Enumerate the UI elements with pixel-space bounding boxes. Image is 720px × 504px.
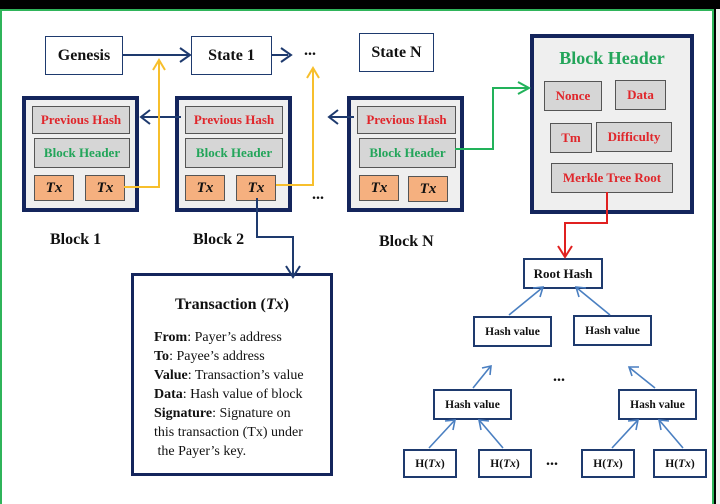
data-field: Data (615, 80, 666, 110)
tx-item: Tx (34, 175, 74, 201)
hash-value-node: Hash value (573, 315, 652, 346)
root-hash-node: Root Hash (523, 258, 603, 289)
block-header-field: Block Header (34, 138, 130, 168)
previous-hash-field: Previous Hash (32, 106, 130, 134)
block-n: Previous Hash Block Header Tx Tx (347, 96, 464, 212)
state-n-box: State N (359, 33, 434, 72)
tx-item: Tx (85, 175, 125, 201)
leaf-hash-node: H(Tx) (403, 449, 457, 478)
leaf-hash-node: H(Tx) (581, 449, 635, 478)
block-header-field: Block Header (359, 138, 456, 168)
tree-ellipsis: ... (553, 368, 565, 385)
tx-item: Tx (185, 175, 225, 201)
leaf-ellipsis: ... (546, 452, 558, 469)
tx-item: Tx (359, 175, 399, 201)
tm-field: Tm (550, 123, 592, 153)
difficulty-field: Difficulty (596, 122, 672, 152)
block-header-title: Block Header (559, 48, 665, 68)
nonce-field: Nonce (544, 81, 602, 111)
tx-field-from: From: Payer’s address (154, 330, 282, 345)
state-n-label: State N (371, 43, 422, 61)
state-ellipsis: ... (304, 42, 316, 59)
merkle-tree-root-field: Merkle Tree Root (551, 163, 673, 193)
state-1-box: State 1 (191, 36, 272, 75)
tx-field-signature-cont: this transaction (Tx) under (154, 425, 303, 440)
previous-hash-field: Previous Hash (357, 106, 456, 134)
leaf-hash-node: H(Tx) (478, 449, 532, 478)
block-2: Previous Hash Block Header Tx Tx (175, 96, 292, 212)
genesis-label: Genesis (57, 46, 111, 64)
transaction-fields: From: Payer’s address To: Payee’s addres… (154, 328, 304, 461)
block-ellipsis: ... (312, 186, 324, 203)
block-n-label: Block N (379, 233, 434, 250)
transaction-title: Transaction (Tx) (175, 296, 289, 313)
genesis-box: Genesis (45, 36, 123, 75)
block-1: Previous Hash Block Header Tx Tx (22, 96, 139, 212)
block-header-field: Block Header (185, 138, 283, 168)
state-1-label: State 1 (208, 46, 255, 64)
tx-item: Tx (408, 176, 448, 202)
block-1-label: Block 1 (50, 231, 102, 248)
tx-field-to: To: Payee’s address (154, 349, 265, 364)
right-edge-strip (716, 9, 720, 504)
hash-value-node: Hash value (473, 316, 552, 347)
tx-field-signature: Signature: Signature on (154, 406, 291, 421)
tx-item: Tx (236, 175, 276, 201)
transaction-card: Transaction (Tx) From: Payer’s address T… (131, 273, 333, 476)
block-2-label: Block 2 (193, 231, 245, 248)
leaf-hash-node: H(Tx) (653, 449, 707, 478)
tx-field-value: Value: Transaction’s value (154, 368, 304, 383)
block-header-detail: Block Header Nonce Data Tm Difficulty Me… (530, 34, 694, 214)
hash-value-node: Hash value (618, 389, 697, 420)
hash-value-node: Hash value (433, 389, 512, 420)
tx-field-data: Data: Hash value of block (154, 387, 303, 402)
tx-field-signature-cont: the Payer’s key. (154, 444, 247, 459)
previous-hash-field: Previous Hash (185, 106, 283, 134)
